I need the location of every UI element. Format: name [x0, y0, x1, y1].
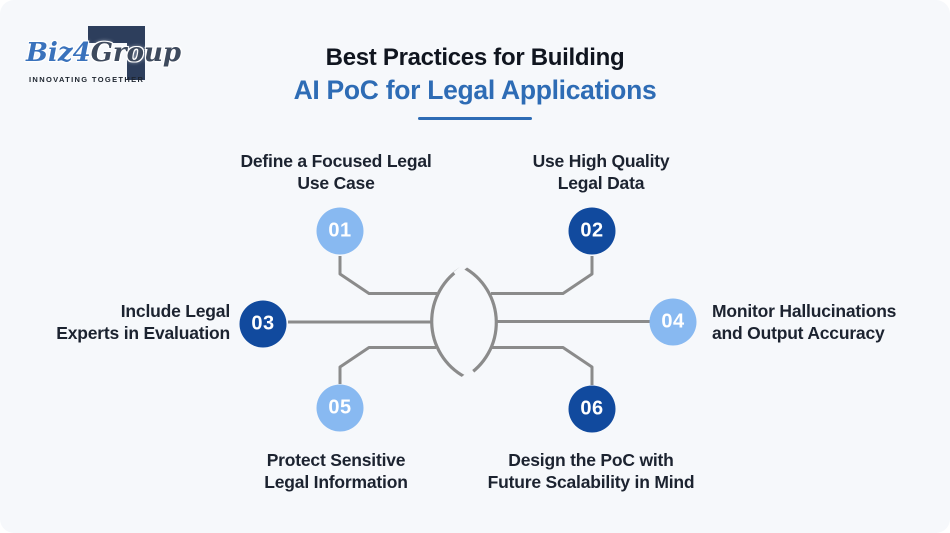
title-underline	[418, 117, 532, 120]
lens-left-arc	[430, 265, 466, 379]
connector-02	[491, 256, 594, 295]
lens-top-gap	[453, 259, 473, 276]
node-01: 01	[316, 207, 364, 255]
connector-01	[338, 256, 437, 295]
label-05-line2: Legal Information	[264, 472, 408, 492]
node-02: 02	[568, 207, 616, 255]
label-03: Include Legal Experts in Evaluation	[56, 300, 230, 344]
label-03-line1: Include Legal	[120, 301, 230, 321]
label-06-line2: Future Scalability in Mind	[487, 472, 695, 492]
page-title: Best Practices for Building AI PoC for L…	[0, 43, 950, 106]
label-01-line1: Define a Focused Legal	[240, 151, 432, 171]
logo-wordmark: Biz4Group	[26, 38, 181, 68]
connector-06	[491, 346, 594, 385]
node-05: 05	[316, 384, 364, 432]
lens-bottom-gap	[455, 369, 475, 386]
logo-word-4: 4	[72, 38, 91, 68]
node-06: 06	[568, 385, 616, 433]
node-04: 04	[649, 298, 697, 346]
logo-word-biz: Biz	[26, 38, 73, 68]
label-02-line2: Legal Data	[557, 173, 645, 193]
label-04: Monitor Hallucinations and Output Accura…	[712, 300, 896, 344]
label-06-line1: Design the PoC with	[508, 450, 674, 470]
label-05-line1: Protect Sensitive	[266, 450, 406, 470]
node-03: 03	[239, 300, 287, 348]
connector-05	[338, 346, 436, 384]
node-04-number: 04	[661, 310, 685, 333]
lens-right-arc	[462, 265, 498, 379]
label-02: Use High Quality Legal Data	[533, 150, 670, 194]
logo-word-group: Group	[90, 38, 182, 68]
label-05: Protect Sensitive Legal Information	[264, 449, 408, 493]
label-06: Design the PoC with Future Scalability i…	[488, 449, 695, 493]
title-line-2: AI PoC for Legal Applications	[293, 75, 657, 105]
title-line-1: Best Practices for Building	[325, 44, 625, 71]
node-03-number: 03	[251, 312, 275, 335]
label-03-line2: Experts in Evaluation	[56, 323, 230, 343]
label-04-line2: and Output Accuracy	[712, 323, 885, 343]
biz4group-logo: Biz4Group INNOVATING TOGETHER	[24, 12, 181, 90]
node-02-number: 02	[580, 219, 604, 242]
node-06-number: 06	[580, 397, 604, 420]
node-05-number: 05	[328, 396, 352, 419]
node-01-number: 01	[328, 219, 352, 242]
logo-bracket-icon	[88, 26, 145, 80]
label-04-line1: Monitor Hallucinations	[712, 301, 897, 321]
logo-tagline: INNOVATING TOGETHER	[29, 75, 145, 84]
label-01-line2: Use Case	[297, 173, 375, 193]
label-01: Define a Focused Legal Use Case	[240, 150, 431, 194]
label-02-line1: Use High Quality	[532, 151, 670, 171]
